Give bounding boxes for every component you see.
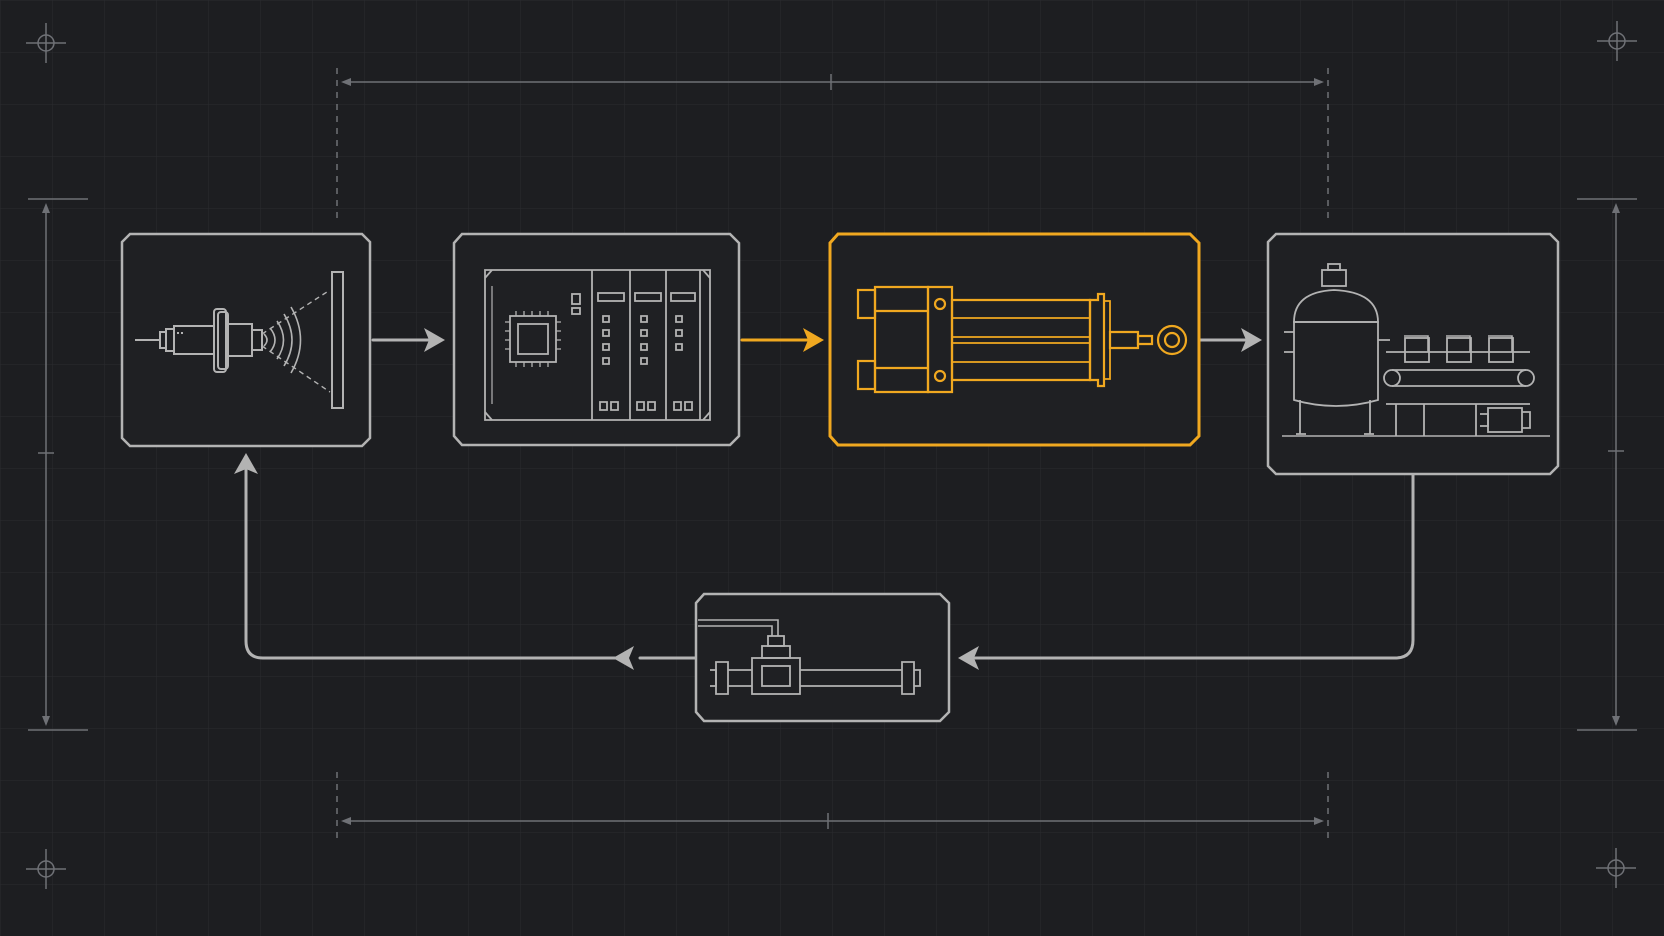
arrow-process-to-feedback bbox=[958, 472, 1415, 670]
crosshair-icon bbox=[26, 849, 66, 889]
proximity-sensor-icon bbox=[135, 271, 344, 409]
arrow-actuator-to-process bbox=[1198, 328, 1262, 352]
crosshair-icon bbox=[26, 23, 66, 63]
block-actuator bbox=[828, 232, 1201, 447]
plc-controller-icon bbox=[484, 269, 711, 421]
dimension-lines bbox=[28, 68, 1637, 842]
connectors bbox=[234, 328, 1415, 670]
arrow-feedback-to-sensor bbox=[234, 453, 697, 670]
dimension-line-right bbox=[1577, 198, 1637, 731]
hydraulic-cylinder-icon bbox=[856, 285, 1188, 394]
dimension-line-bottom bbox=[336, 772, 1329, 842]
block-process bbox=[1266, 232, 1560, 476]
block-controller bbox=[452, 232, 741, 447]
arrow-sensor-to-controller bbox=[371, 328, 445, 352]
inline-flow-sensor-icon bbox=[698, 619, 921, 695]
process-plant-conveyor-icon bbox=[1282, 263, 1550, 437]
registration-marks bbox=[26, 21, 1637, 889]
dimension-line-top bbox=[336, 68, 1329, 218]
crosshair-icon bbox=[1596, 848, 1636, 888]
arrow-controller-to-actuator bbox=[740, 328, 824, 352]
dimension-line-left bbox=[28, 198, 88, 731]
crosshair-icon bbox=[1597, 21, 1637, 61]
block-sensor bbox=[120, 232, 372, 448]
block-feedback bbox=[694, 592, 951, 723]
